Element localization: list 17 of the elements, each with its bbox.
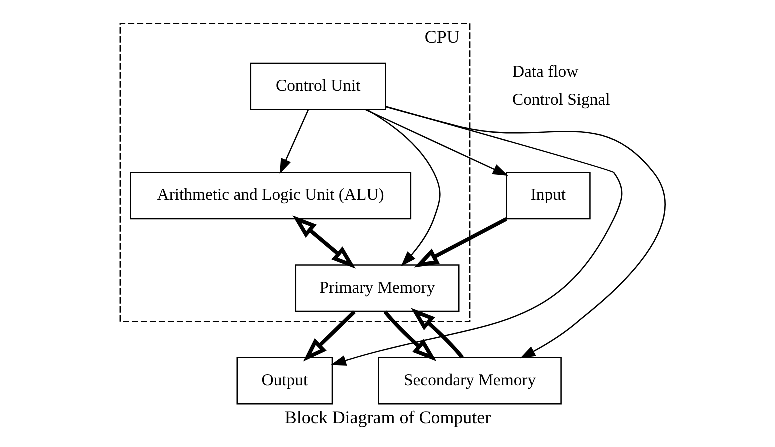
node-box: Primary Memory (294, 264, 460, 312)
node-box: Output (236, 357, 333, 405)
caption: Block Diagram of Computer (284, 408, 491, 428)
arrow (292, 216, 356, 269)
arrow (366, 109, 440, 267)
arrow (365, 109, 508, 176)
arrow (385, 106, 666, 359)
node-box: Input (506, 172, 590, 220)
arrow (410, 308, 464, 359)
arrow (279, 110, 309, 174)
legend-label: Control Signal (512, 90, 610, 110)
node-box: Arithmetic and Logic Unit (ALU) (130, 172, 412, 220)
arrow (330, 106, 622, 366)
node-box: Control Unit (250, 62, 386, 110)
arrow (414, 217, 508, 268)
node-box: Secondary Memory (378, 357, 562, 405)
legend-label: Data flow (512, 62, 578, 81)
